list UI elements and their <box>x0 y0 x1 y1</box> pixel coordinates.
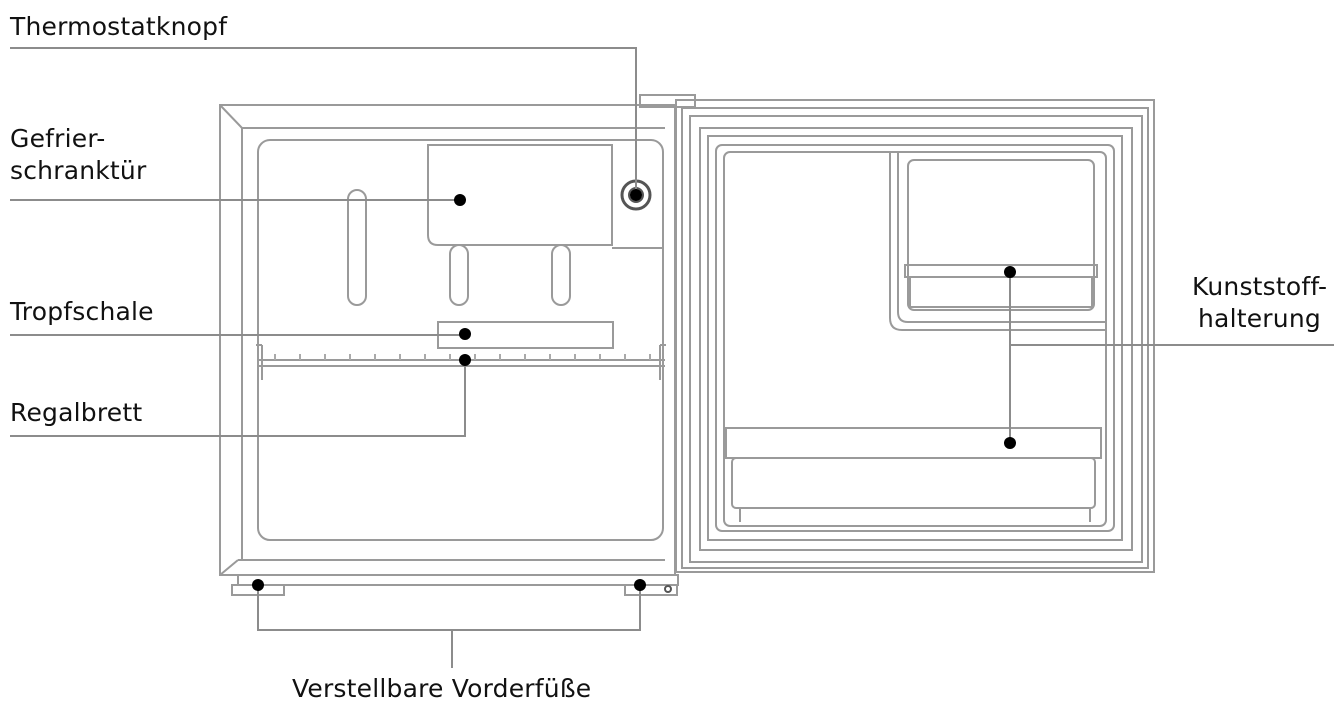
label-plastic-holder-line1: Kunststoff- <box>1192 272 1328 301</box>
label-adjustable-feet: Verstellbare Vorderfüße <box>292 674 592 703</box>
door-upper-compartment <box>889 152 1106 331</box>
inner-compartment <box>257 139 664 541</box>
dot-holder-bottom <box>1004 437 1016 449</box>
leader-thermostat <box>10 47 637 195</box>
label-plastic-holder-line2: halterung <box>1198 304 1321 333</box>
base-feet <box>231 574 679 596</box>
open-door <box>675 99 1155 573</box>
shelf-ticks <box>274 354 651 360</box>
leader-feet <box>257 585 641 631</box>
dot-thermostat <box>630 189 642 201</box>
label-freezer-door-line2: schranktür <box>10 156 147 185</box>
door-bottom-bin <box>725 427 1102 522</box>
leader-lines <box>10 47 1334 668</box>
dot-foot-right <box>634 579 646 591</box>
label-thermostat: Thermostatknopf <box>10 12 228 41</box>
dot-shelf <box>459 354 471 366</box>
label-drip-tray: Tropfschale <box>10 297 154 326</box>
freezer-door <box>427 144 662 249</box>
leader-shelf <box>10 360 466 437</box>
dot-foot-left <box>252 579 264 591</box>
callout-dots <box>252 189 1016 591</box>
rails <box>347 189 571 306</box>
dot-freezer-door <box>454 194 466 206</box>
dot-holder-top <box>1004 266 1016 278</box>
dot-drip-tray <box>459 328 471 340</box>
label-shelf: Regalbrett <box>10 398 143 427</box>
label-freezer-door-line1: Gefrier- <box>10 124 106 153</box>
